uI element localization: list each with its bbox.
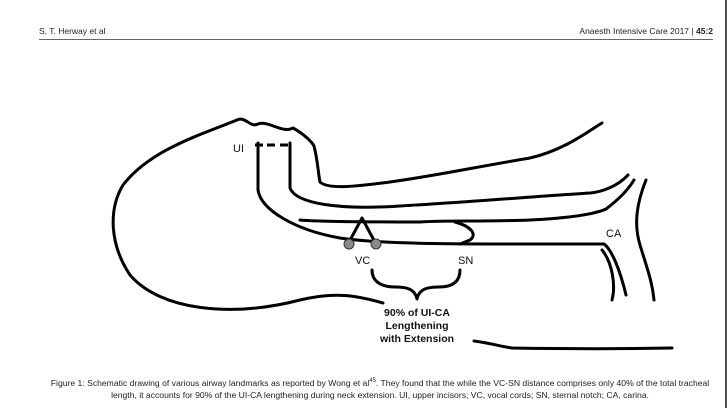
trachea-cap [453, 220, 475, 246]
running-header-journal: Anaesth Intensive Care 2017 | 45:2 [579, 26, 713, 36]
caption-reference: 45 [369, 378, 376, 384]
journal-citation: Anaesth Intensive Care 2017 | [579, 26, 694, 36]
airway-diagram: UI CA VC SN 90% of UI-CA Lengthening wit… [111, 117, 674, 351]
carina-line-1 [635, 178, 656, 302]
label-ui: UI [233, 143, 244, 155]
journal-volume: 45:2 [695, 26, 713, 36]
page-border [725, 0, 727, 408]
header-rule [39, 39, 713, 40]
running-header-authors: S. T. Herway et al [39, 26, 106, 36]
extension-brace [370, 268, 462, 301]
label-ca: CA [606, 228, 622, 240]
annotation-line-2: Lengthening [386, 320, 449, 332]
airway-anterior [298, 178, 636, 224]
vc-marker [343, 238, 355, 250]
larynx-wedge [346, 216, 378, 246]
face-profile [235, 117, 604, 189]
carina-line-2 [600, 248, 616, 302]
chest-baseline [472, 339, 674, 351]
annotation-line-3: with Extension [379, 333, 454, 345]
neck-front [288, 141, 630, 209]
figure-caption: Figure 1: Schematic drawing of various a… [38, 375, 722, 402]
airway-posterior [256, 141, 628, 297]
caption-text-cont: . They found that the while the VC-SN di… [111, 377, 710, 401]
caption-text: Figure 1: Schematic drawing of various a… [50, 377, 370, 388]
label-sn: SN [458, 255, 473, 267]
annotation-line-1: 90% of UI-CA [384, 307, 450, 319]
sn-marker [370, 238, 382, 250]
label-vc: VC [355, 255, 370, 267]
head-outline [111, 118, 385, 311]
